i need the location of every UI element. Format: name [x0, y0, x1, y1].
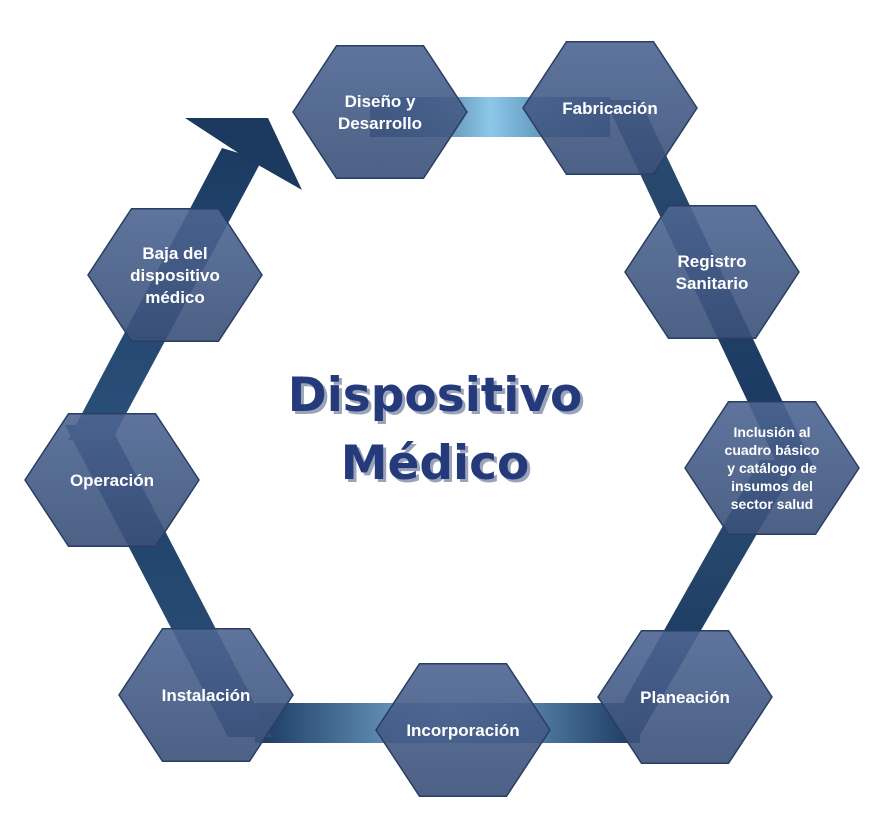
stage-label: médico — [145, 288, 205, 307]
stage-hexagon — [292, 44, 468, 180]
stage-label: Diseño y — [345, 92, 416, 111]
stage-label: Instalación — [162, 686, 251, 705]
title-line1-shadow: Dispositivo — [291, 371, 586, 426]
stage-label: insumos del — [731, 478, 813, 494]
stage-label: Registro — [678, 252, 747, 271]
stage-label: Operación — [70, 471, 154, 490]
stage-inclusion: Inclusión al cuadro básico y catálogo de in… — [684, 400, 860, 536]
stage-label: cuadro básico — [725, 442, 820, 458]
stage-label: Sanitario — [676, 274, 749, 293]
stage-hexagon — [624, 204, 800, 340]
stage-label: Planeación — [640, 688, 730, 707]
stage-hexagon — [375, 662, 551, 798]
stage-hexagon — [24, 412, 200, 548]
stage-incorporacion: Incorporación — [375, 662, 551, 798]
stage-planeacion: Planeación — [597, 629, 773, 765]
stage-operacion: Operación — [24, 412, 200, 548]
stage-label: Inclusión al — [733, 424, 810, 440]
stage-diseno: Diseño y Desarrollo — [292, 44, 468, 180]
stage-fabricacion: Fabricación — [522, 40, 698, 176]
stage-hexagon — [522, 40, 698, 176]
stage-hexagon — [118, 627, 294, 763]
stage-label: y catálogo de — [727, 460, 817, 476]
title-line2: Médico — [341, 436, 530, 491]
stage-baja: Baja del dispositivo médico — [87, 207, 263, 343]
stage-label: Incorporación — [406, 721, 519, 740]
stage-hexagon — [597, 629, 773, 765]
cycle-arrow-head — [185, 118, 302, 190]
stage-hexagon — [87, 207, 263, 343]
stage-instalacion: Instalación — [118, 627, 294, 763]
stage-label: Fabricación — [562, 99, 657, 118]
title-line1: Dispositivo — [288, 368, 583, 423]
center-title: Dispositivo Dispositivo Médico Médico — [288, 368, 586, 494]
stage-label: dispositivo — [130, 266, 220, 285]
stage-label: Desarrollo — [338, 114, 422, 133]
stage-label: Baja del — [142, 244, 207, 263]
stage-hexagons: Diseño y Desarrollo FabricaciónRegistroSan… — [24, 40, 860, 798]
title-line2-shadow: Médico — [344, 439, 533, 494]
stage-label: sector salud — [731, 496, 813, 512]
stage-hexagon — [684, 400, 860, 536]
